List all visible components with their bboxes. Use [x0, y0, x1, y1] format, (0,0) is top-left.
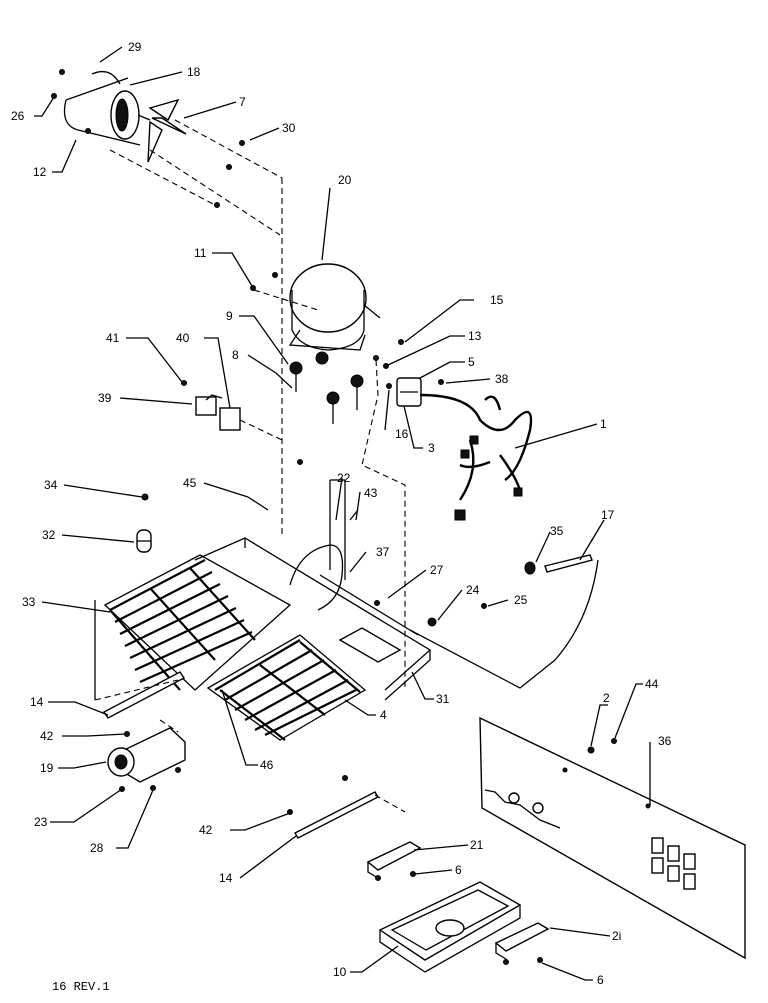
callout-29: 29: [128, 40, 142, 54]
callout-39: 39: [98, 391, 112, 405]
callout-23: 23: [34, 815, 48, 829]
condenser-coil: [103, 554, 292, 691]
callout-42b: 42: [199, 823, 213, 837]
callout-38: 38: [495, 372, 509, 386]
callout-31: 31: [436, 692, 450, 706]
compressor-dash-lines: [253, 178, 406, 690]
callout-4: 4: [380, 708, 387, 722]
callout-33: 33: [22, 595, 36, 609]
callout-16: 16: [395, 427, 409, 441]
callout-5: 5: [468, 355, 475, 369]
callout-22: 22: [337, 471, 351, 485]
callout-6a: 6: [455, 863, 462, 877]
callout-42a: 42: [40, 729, 54, 743]
callout-45: 45: [183, 476, 197, 490]
callout-25: 25: [514, 593, 528, 607]
lower-tube: [287, 775, 406, 839]
callout-14b: 14: [219, 871, 233, 885]
pan-bracket-upper: [366, 841, 422, 881]
leader-lines: [34, 46, 651, 981]
callout-17: 17: [601, 508, 615, 522]
callout-18: 18: [187, 65, 201, 79]
callout-11: 11: [194, 246, 207, 260]
callout-41: 41: [106, 331, 120, 345]
callout-14a: 14: [30, 695, 44, 709]
callout-43: 43: [364, 486, 378, 500]
access-panel: [479, 716, 746, 960]
callout-21a: 21: [470, 838, 484, 852]
fan-motor-dash-lines: [109, 119, 283, 236]
compressor: [250, 263, 404, 424]
wire-harness: [419, 393, 533, 521]
callout-21b: 2i: [612, 929, 621, 943]
pan-bracket-lower: [494, 922, 550, 965]
callout-8: 8: [232, 348, 239, 362]
callout-40: 40: [176, 331, 190, 345]
callout-20: 20: [338, 173, 352, 187]
callout-7: 7: [239, 95, 246, 109]
callout-36: 36: [658, 734, 672, 748]
evaporator-coil: [206, 634, 367, 741]
callout-13: 13: [468, 329, 482, 343]
callout-32: 32: [42, 528, 56, 542]
callout-9: 9: [226, 309, 233, 323]
base-pan: [194, 479, 487, 701]
callout-34: 34: [44, 478, 58, 492]
drain-pan: [378, 881, 522, 973]
callout-46: 46: [260, 758, 274, 772]
drain-fittings: [136, 459, 303, 553]
fan-motor-assembly: [51, 69, 245, 208]
callout-27: 27: [430, 563, 444, 577]
callout-12: 12: [33, 165, 47, 179]
callout-19: 19: [40, 761, 54, 775]
callout-15: 15: [490, 293, 504, 307]
drawing-footer: 16 REV.1: [52, 980, 110, 994]
callout-24: 24: [466, 583, 480, 597]
callout-44: 44: [645, 677, 659, 691]
relay-overload: [383, 363, 444, 407]
callout-35: 35: [550, 524, 564, 538]
start-dash-lines: [239, 419, 283, 441]
callout-labels: 1 2 3 4 5 6 6 7 8 9 10 11 12 13 14 14 15…: [11, 40, 672, 987]
callout-6b: 6: [597, 973, 604, 987]
callout-28: 28: [90, 841, 104, 855]
callout-3: 3: [428, 441, 435, 455]
callout-37: 37: [376, 545, 390, 559]
callout-1: 1: [600, 417, 607, 431]
bracket-and-tube: [94, 600, 186, 792]
start-components: [181, 380, 241, 431]
callout-2: 2: [603, 691, 610, 705]
callout-26: 26: [11, 109, 25, 123]
callout-10: 10: [333, 965, 347, 979]
callout-30: 30: [282, 121, 296, 135]
